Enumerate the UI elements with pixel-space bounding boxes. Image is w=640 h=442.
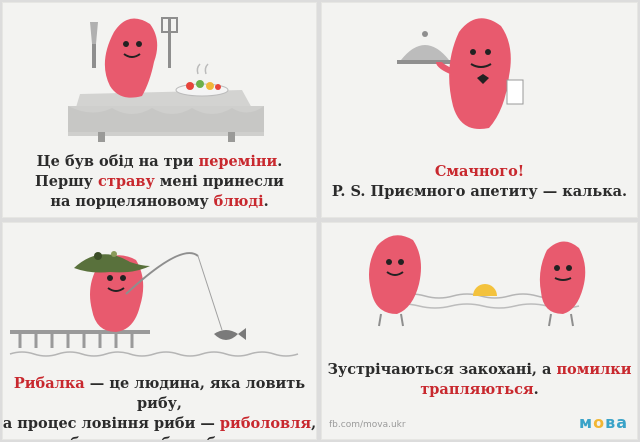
highlighted-word: страву: [98, 173, 155, 190]
caption-text: рибальство або рибацтво.: [49, 435, 270, 440]
fisherman-illustration: [9, 251, 299, 357]
highlighted-word: блюді: [213, 193, 264, 210]
highlighted-word: помилки: [556, 361, 632, 378]
caption-text: Зустрічаються закохані, а: [327, 361, 557, 378]
caption-text: P. S. Приємного апетиту — калька.: [331, 183, 628, 200]
caption-text: на порцеляновому: [50, 193, 214, 210]
caption-text: Першу: [35, 173, 99, 190]
waiter-illustration: [397, 18, 524, 130]
caption-text: — це людина, яка ловить рибу,: [84, 375, 306, 412]
dinner-illustration: [68, 17, 264, 142]
caption-text: .: [277, 153, 283, 170]
caption-dinner: Це був обід на три переміни.Першу страву…: [2, 152, 317, 212]
highlighted-word: Смачного!: [434, 163, 525, 180]
caption-line: Рибалка — це людина, яка ловить рибу,: [2, 374, 317, 414]
caption-text: .: [533, 381, 539, 398]
credit-link: fb.com/mova.ukr: [329, 420, 406, 430]
highlighted-word: трапляються: [420, 381, 534, 398]
caption-line: трапляються.: [321, 380, 638, 400]
mova-logo: мова: [579, 413, 628, 432]
highlighted-word: переміни: [198, 153, 278, 170]
caption-line: P. S. Приємного апетиту — калька.: [321, 182, 638, 202]
lovers-illustration: [369, 235, 586, 327]
caption-line: Це був обід на три переміни.: [2, 152, 317, 172]
caption-line: а процес ловіння риби — риболовля,: [2, 414, 317, 434]
caption-text: мені принесли: [154, 173, 284, 190]
panel-fisherman: Рибалка — це людина, яка ловить рибу,а п…: [2, 222, 317, 440]
caption-line: Зустрічаються закохані, а помилки: [321, 360, 638, 380]
caption-line: Першу страву мені принесли: [2, 172, 317, 192]
caption-text: ,: [311, 415, 317, 432]
highlighted-word: Рибалка: [13, 375, 85, 392]
caption-text: Це був обід на три: [36, 153, 199, 170]
caption-text: .: [263, 193, 269, 210]
caption-line: на порцеляновому блюді.: [2, 192, 317, 212]
panel-dinner: Це був обід на три переміни.Першу страву…: [2, 2, 317, 218]
panel-waiter: Смачного! P. S. Приємного апетиту — кальк…: [321, 2, 638, 218]
highlighted-word: риболовля: [219, 415, 312, 432]
caption-waiter: Смачного! P. S. Приємного апетиту — кальк…: [321, 162, 638, 202]
caption-fisherman: Рибалка — це людина, яка ловить рибу,а п…: [2, 374, 317, 440]
caption-line: Смачного!: [321, 162, 638, 182]
caption-text: а процес ловіння риби —: [2, 415, 220, 432]
caption-line: рибальство або рибацтво.: [2, 434, 317, 440]
